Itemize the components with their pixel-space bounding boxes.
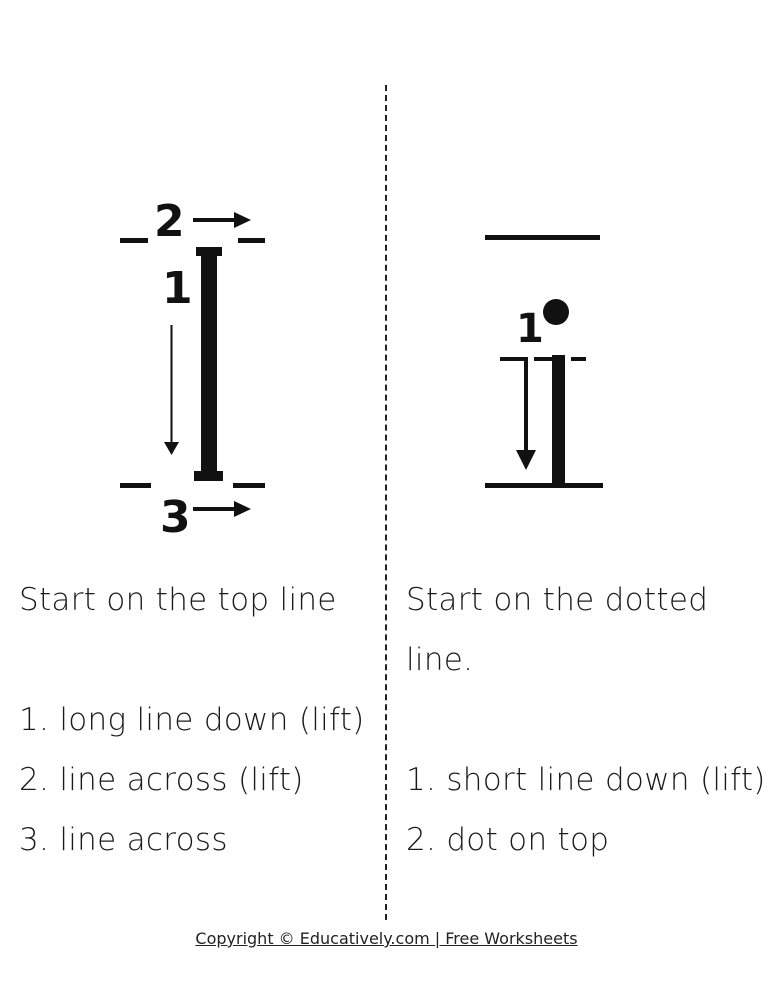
copyright-link[interactable]: Copyright © Educatively.com | Free Works… — [195, 929, 578, 948]
capital-i-stroke-diagram: 2 1 3 — [120, 196, 265, 543]
right-instructions: Start on the dotted line. 1. short line … — [406, 570, 766, 870]
dashed-column-divider — [385, 85, 387, 920]
right-intro-line-2: line. — [406, 642, 474, 678]
stroke-number-1: 1 — [162, 263, 193, 314]
right-intro-line-1: Start on the dotted — [406, 582, 709, 618]
stroke-number-2: 2 — [154, 196, 185, 247]
left-step-3: 3. line across — [19, 822, 228, 858]
footer: Copyright © Educatively.com | Free Works… — [0, 929, 773, 948]
stroke-number-1: 1 — [516, 306, 544, 352]
left-instructions: Start on the top line 1. long line down … — [19, 570, 379, 870]
left-intro: Start on the top line — [19, 582, 337, 618]
stroke-number-3: 3 — [160, 492, 191, 543]
right-step-1: 1. short line down (lift) — [406, 762, 766, 798]
lowercase-i-stroke-diagram: 1 — [485, 235, 603, 488]
right-step-2: 2. dot on top — [406, 822, 610, 858]
left-step-1: 1. long line down (lift) — [19, 702, 365, 738]
left-step-2: 2. line across (lift) — [19, 762, 304, 798]
